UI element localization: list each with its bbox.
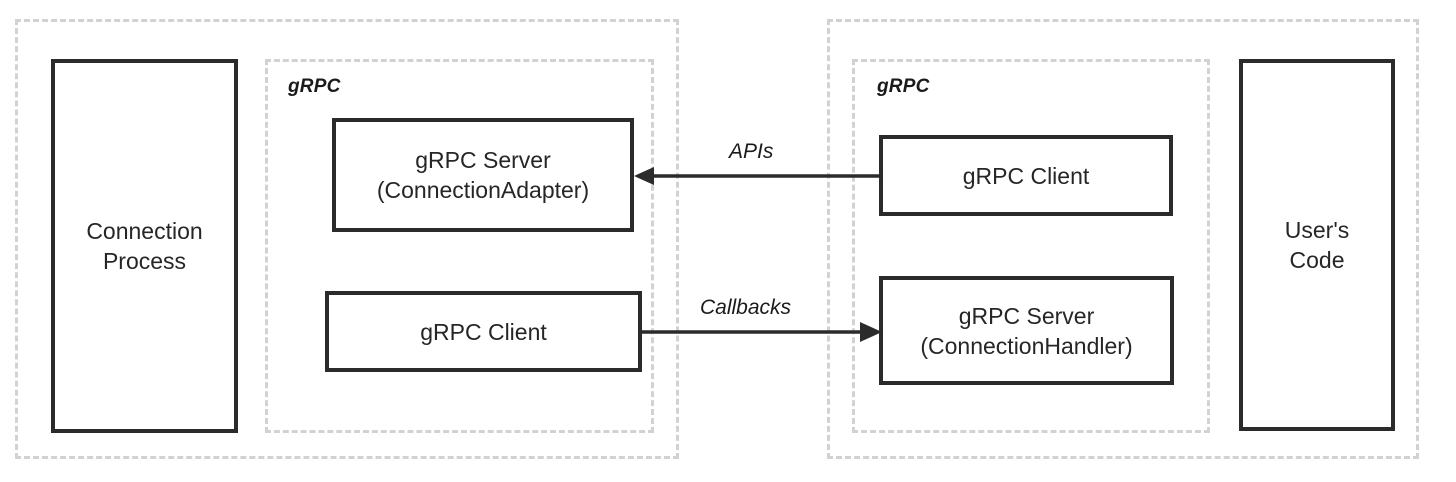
node-users-code-label: User's Code	[1284, 217, 1350, 273]
node-connection-process[interactable]: Connection Process	[51, 59, 238, 433]
node-left-grpc-client-label: gRPC Client	[420, 318, 547, 345]
connector-apis-label: APIs	[729, 140, 774, 163]
connector-apis	[634, 167, 882, 185]
node-right-grpc-client[interactable]: gRPC Client	[879, 135, 1173, 216]
group-right-grpc-label: gRPC	[877, 76, 930, 97]
group-right-grpc	[852, 59, 1210, 433]
node-users-code[interactable]: User's Code	[1239, 59, 1395, 431]
node-left-grpc-client[interactable]: gRPC Client	[325, 291, 642, 372]
group-users-code	[827, 19, 1419, 459]
connector-callbacks-label: Callbacks	[700, 296, 792, 319]
node-right-grpc-client-label: gRPC Client	[962, 162, 1090, 189]
group-left-grpc-label: gRPC	[288, 76, 341, 97]
node-left-grpc-server-label: gRPC Server (ConnectionAdapter)	[376, 147, 590, 203]
group-left-grpc	[265, 59, 654, 433]
node-right-grpc-server-label: gRPC Server (ConnectionHandler)	[920, 302, 1133, 359]
node-left-grpc-server[interactable]: gRPC Server (ConnectionAdapter)	[332, 118, 634, 232]
connector-callbacks	[640, 322, 882, 342]
group-connection-process	[15, 19, 679, 459]
node-right-grpc-server[interactable]: gRPC Server (ConnectionHandler)	[879, 276, 1174, 385]
node-connection-process-label: Connection Process	[86, 218, 203, 274]
